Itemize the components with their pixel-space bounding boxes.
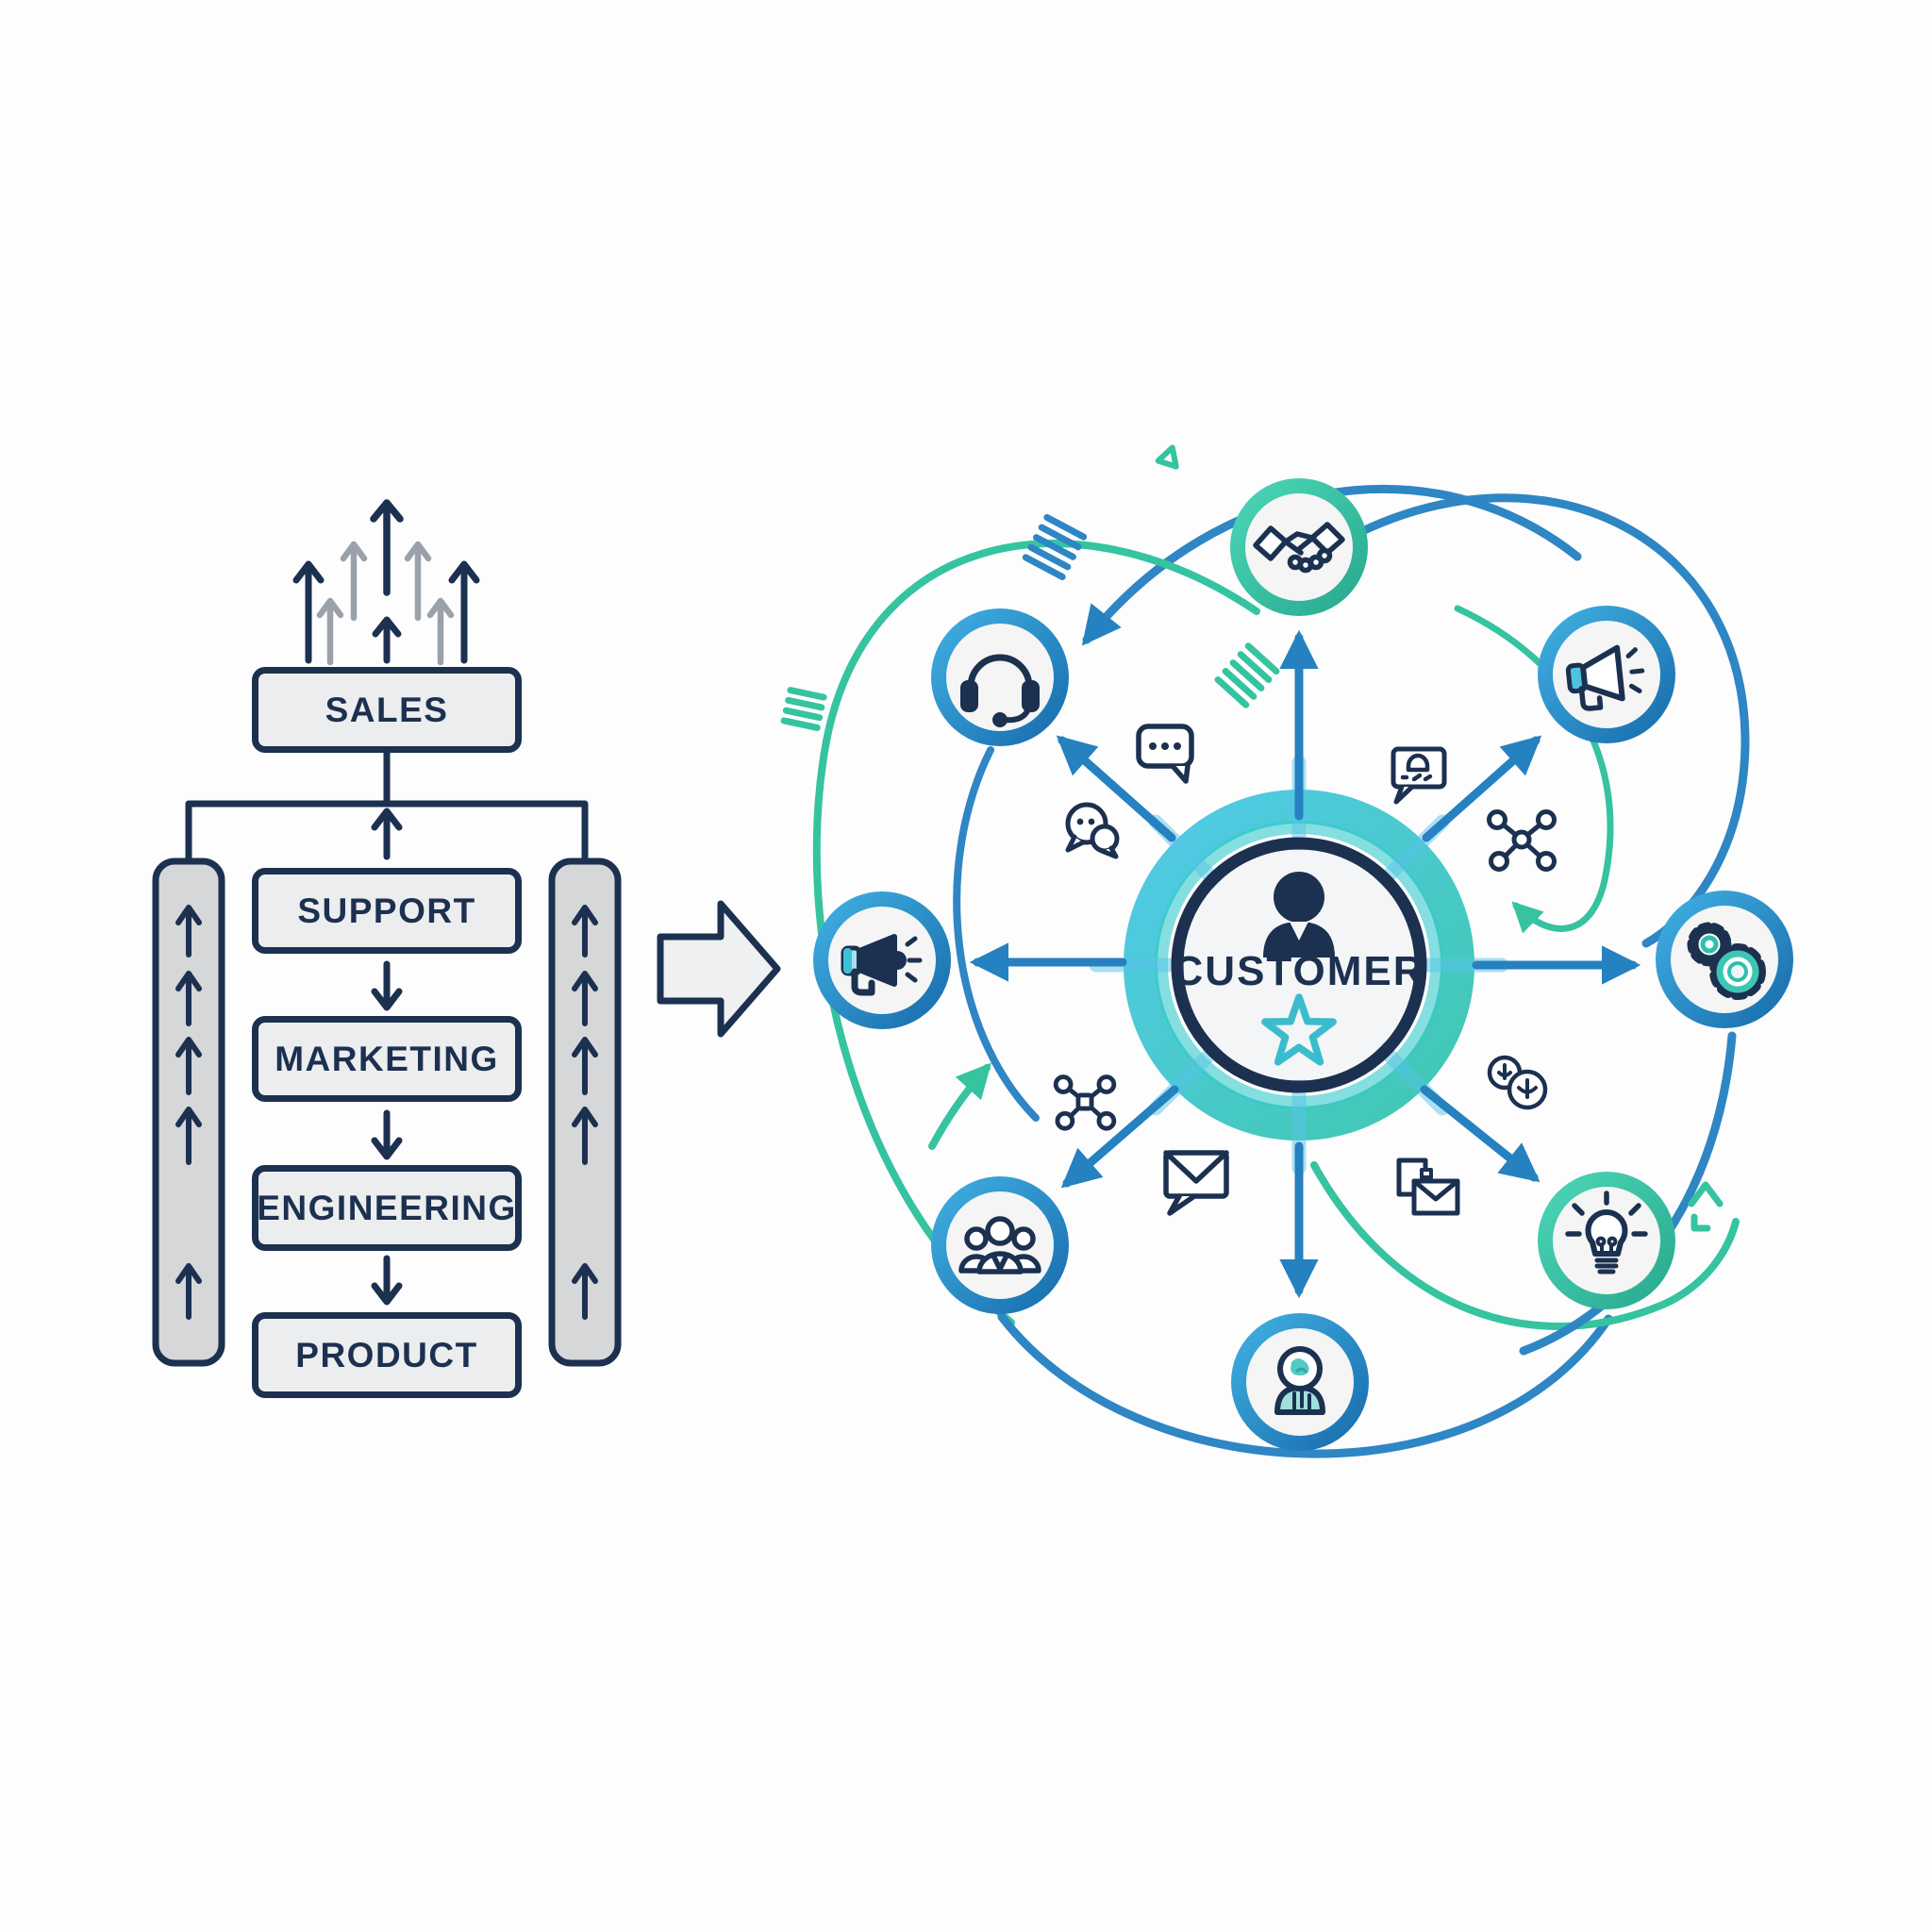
hatch-marks xyxy=(780,444,1724,1232)
dept-box-support: SUPPORT xyxy=(252,868,522,954)
hierarchy-connector xyxy=(185,748,589,863)
transform-arrow-icon xyxy=(657,900,781,1038)
node-gears xyxy=(1656,891,1793,1028)
wechat-chat-icon xyxy=(1065,802,1120,859)
dept-label: MARKETING xyxy=(275,1039,499,1078)
chat-bubble-icon xyxy=(1136,724,1194,784)
node-announce-megaphone xyxy=(813,891,951,1029)
notification-bubble-icon xyxy=(1391,746,1447,805)
gears-icon xyxy=(1687,922,1766,1000)
mail-message-icon xyxy=(1163,1150,1229,1216)
handshake-icon xyxy=(1253,522,1345,574)
dept-box-sales: SALES xyxy=(252,667,522,753)
lightbulb-icon xyxy=(1565,1191,1648,1274)
customer-label: CUSTOMER xyxy=(1174,948,1425,994)
dept-label: SALES xyxy=(325,690,449,729)
left-flow-column xyxy=(152,858,225,1367)
dept-box-engineering: ENGINEERING xyxy=(252,1165,522,1251)
document-mail-icon xyxy=(1396,1158,1460,1216)
node-team xyxy=(931,1176,1069,1314)
announce-megaphone-icon xyxy=(841,934,923,996)
node-headset xyxy=(931,608,1069,746)
growth-arrows-icon xyxy=(292,499,480,666)
person-insight-icon xyxy=(1274,1346,1325,1415)
node-person-insight xyxy=(1231,1313,1369,1451)
megaphone-icon xyxy=(1565,644,1645,711)
badges-icon xyxy=(1487,1055,1548,1110)
person-icon xyxy=(1263,872,1335,958)
star-icon xyxy=(1261,993,1337,1066)
handoff-arrows xyxy=(371,960,403,1306)
dept-box-product: PRODUCT xyxy=(252,1312,522,1398)
headset-icon xyxy=(960,654,1040,727)
network-nodes-icon xyxy=(1487,809,1557,872)
node-megaphone xyxy=(1538,606,1675,743)
dept-label: ENGINEERING xyxy=(257,1188,517,1227)
node-handshake xyxy=(1230,478,1368,616)
right-flow-column xyxy=(548,858,622,1367)
up-arrow-icon xyxy=(371,808,403,860)
network-nodes-icon xyxy=(1053,1074,1117,1131)
node-lightbulb xyxy=(1538,1172,1675,1309)
dept-box-marketing: MARKETING xyxy=(252,1016,522,1102)
dept-label: PRODUCT xyxy=(295,1335,478,1374)
hub-spokes xyxy=(969,629,1641,1299)
customer-hub-node: CUSTOMER xyxy=(1171,837,1427,1093)
dept-label: SUPPORT xyxy=(297,891,476,930)
team-icon xyxy=(958,1216,1041,1274)
